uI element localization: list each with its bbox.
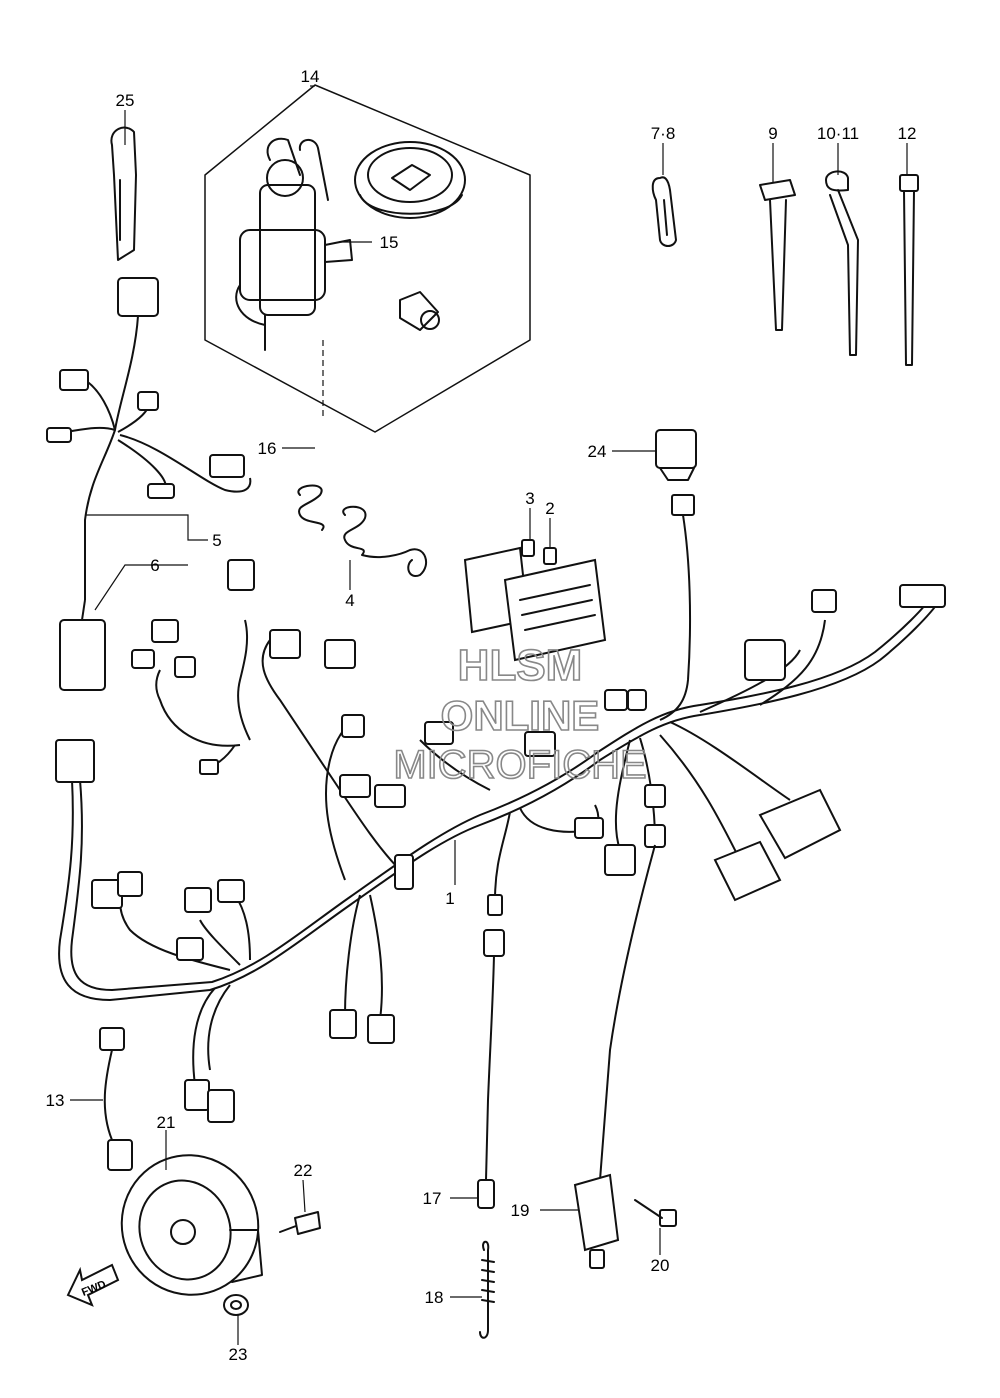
callout-1: 1	[445, 889, 454, 908]
relay[interactable]	[655, 429, 697, 721]
spring-clip	[297, 484, 428, 577]
fuse-box[interactable]	[463, 546, 607, 662]
clamp-9	[759, 179, 796, 331]
callout-24: 24	[588, 442, 607, 461]
callout-18: 18	[425, 1288, 444, 1307]
switch-bolt-20	[634, 1199, 677, 1227]
key	[110, 126, 137, 261]
callout-13: 13	[46, 1091, 65, 1110]
sub-harness[interactable]	[46, 277, 252, 691]
leader-lines	[70, 85, 908, 1345]
fuel-cap[interactable]	[354, 141, 466, 219]
callout-6: 6	[150, 556, 159, 575]
watermark-line-2: ONLINE	[441, 692, 600, 739]
callout-20: 20	[651, 1256, 670, 1275]
callout-16: 16	[258, 439, 277, 458]
callout-labels: 1 2 3 4 5 6 7·8 9 10·11 12 13 14 15 16 1…	[46, 67, 917, 1364]
callout-17: 17	[423, 1189, 442, 1208]
callout-9: 9	[768, 124, 777, 143]
callout-23: 23	[229, 1345, 248, 1364]
callout-14: 14	[301, 67, 320, 86]
cable-tie-12	[899, 174, 919, 366]
return-spring-18	[479, 1240, 495, 1339]
fuse-2	[543, 547, 557, 565]
lead-wire-13[interactable]	[99, 1027, 133, 1171]
horn-nut-23	[223, 1294, 249, 1316]
ignition-switch[interactable]	[235, 159, 353, 351]
callout-4: 4	[345, 591, 354, 610]
seat-lock-cylinder[interactable]	[399, 291, 440, 331]
ignition-keys	[266, 137, 329, 201]
side-stand-switch[interactable]	[573, 844, 656, 1269]
callout-15: 15	[380, 233, 399, 252]
callout-10-11: 10·11	[817, 124, 859, 143]
callout-19: 19	[511, 1201, 530, 1220]
fuse-3	[521, 539, 535, 557]
watermark: HLSM ONLINE MICROFICHE	[393, 640, 648, 788]
forward-direction-arrow: FWD	[66, 1263, 120, 1307]
clamp-10-11	[825, 170, 859, 356]
callout-21: 21	[157, 1113, 176, 1132]
watermark-line-3: MICROFICHE	[393, 743, 646, 787]
callout-7-8: 7·8	[651, 124, 676, 143]
horn-bolt-22	[279, 1211, 321, 1235]
clamp-7-8	[651, 176, 677, 247]
lock-set-frame	[204, 84, 531, 433]
callout-2: 2	[545, 499, 554, 518]
callout-22: 22	[294, 1161, 313, 1180]
callout-25: 25	[116, 91, 135, 110]
rear-brake-switch[interactable]	[477, 954, 495, 1209]
watermark-line-1: HLSM	[458, 641, 583, 690]
callout-12: 12	[898, 124, 917, 143]
callout-5: 5	[212, 531, 221, 550]
main-harness[interactable]	[55, 559, 946, 1123]
callout-3: 3	[525, 489, 534, 508]
